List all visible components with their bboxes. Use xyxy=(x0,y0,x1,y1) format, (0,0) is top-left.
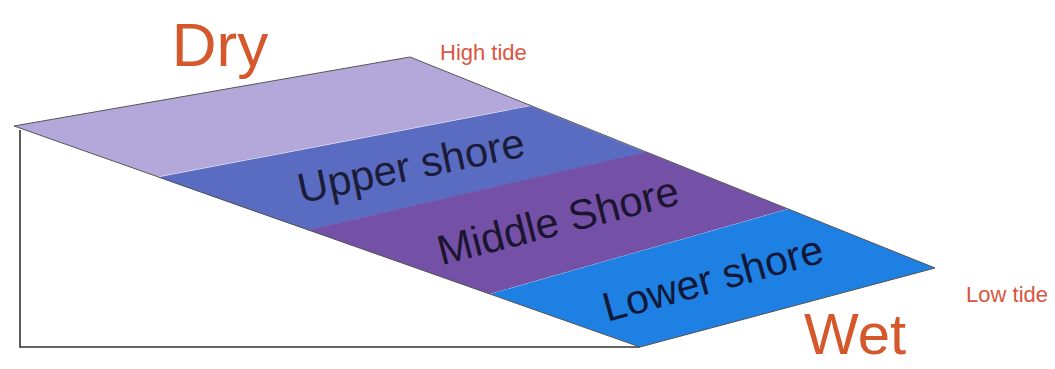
outline-edge xyxy=(14,57,935,347)
zone-label: Wet xyxy=(804,305,906,363)
zone-label: Dry xyxy=(172,14,268,76)
tide-label: High tide xyxy=(440,42,527,64)
tide-label: Low tide xyxy=(966,284,1048,306)
